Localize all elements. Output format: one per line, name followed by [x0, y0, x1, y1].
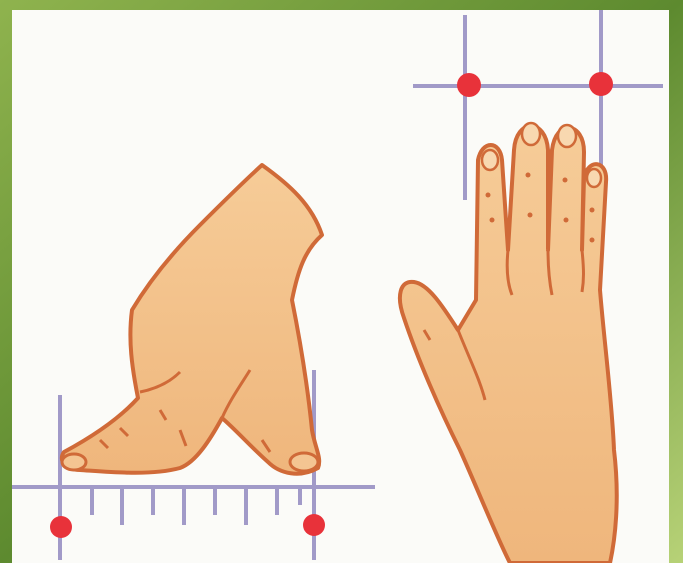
left-marker — [457, 73, 481, 97]
right-marker — [303, 514, 325, 536]
fingernail — [482, 150, 498, 170]
fingernail — [587, 169, 601, 187]
thumb-tip — [290, 453, 318, 471]
right-marker — [589, 72, 613, 96]
fingernail — [558, 125, 576, 147]
finger-gap — [582, 250, 584, 292]
fingernail — [522, 123, 540, 145]
left-marker — [50, 516, 72, 538]
index-fingertip — [62, 454, 86, 470]
